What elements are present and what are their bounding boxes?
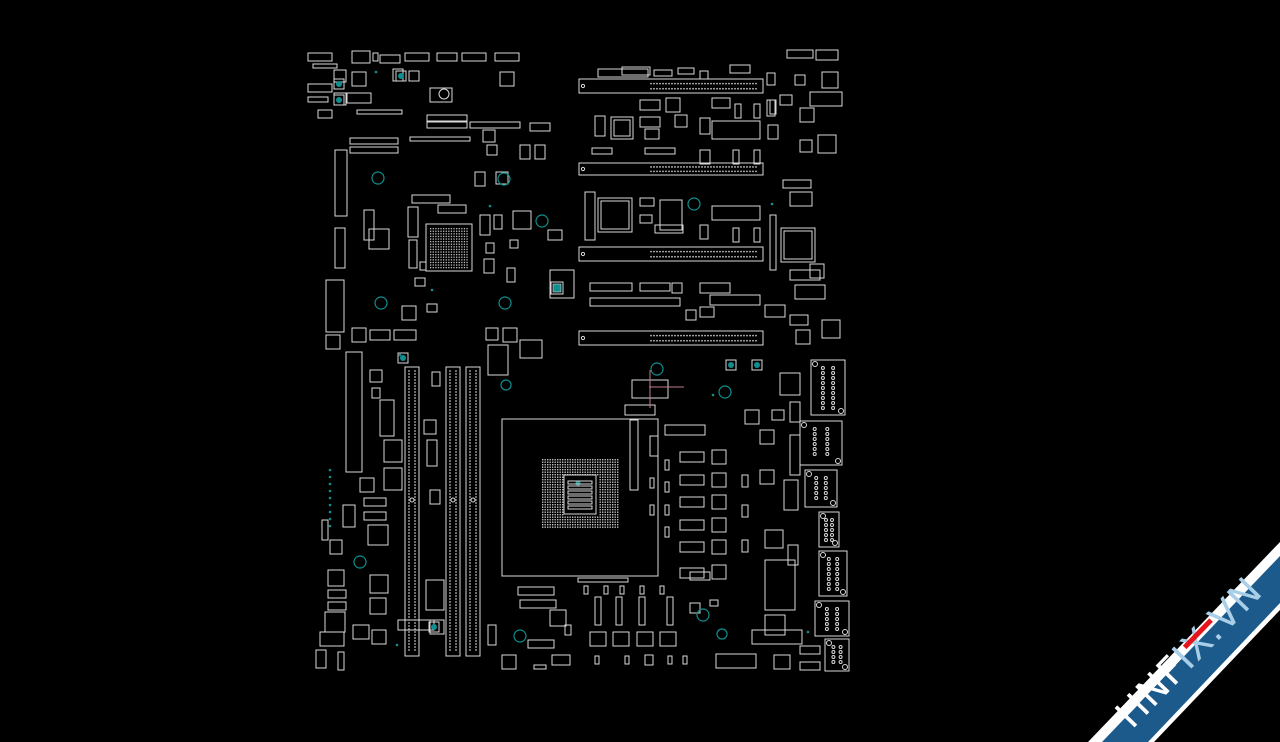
board-static-parts <box>307 49 843 671</box>
dimm-slot-3 <box>465 366 481 657</box>
mounting-hole-6 <box>498 296 512 310</box>
chipset-bga <box>425 223 473 272</box>
mounting-hole-10 <box>353 555 367 569</box>
pcie-slot-3 <box>578 246 764 262</box>
dimm-slot-1 <box>404 366 420 657</box>
mounting-hole-13 <box>716 628 728 640</box>
mounting-hole-11 <box>513 629 527 643</box>
mounting-hole-5 <box>374 296 388 310</box>
mounting-hole-4 <box>687 197 701 211</box>
rear-io-port-1 <box>810 359 846 416</box>
pcie-slot-2 <box>578 162 764 176</box>
board-data-parts <box>353 78 850 672</box>
mounting-hole-1 <box>371 171 385 185</box>
pcie-slot-4 <box>578 330 764 346</box>
cpu-socket <box>501 418 659 577</box>
mounting-hole-2 <box>497 172 511 186</box>
rear-io-port-4 <box>818 511 840 548</box>
io-chip-1 <box>597 197 633 233</box>
mounting-hole-3 <box>535 214 549 228</box>
rear-io-port-2 <box>799 420 843 466</box>
cpu-center-pads <box>563 474 597 515</box>
mounting-hole-7 <box>650 362 664 376</box>
rear-io-port-6 <box>814 600 850 637</box>
mounting-hole-8 <box>718 385 732 399</box>
mounting-hole-9 <box>500 379 512 391</box>
io-chip-2 <box>780 227 816 263</box>
io-chip-3 <box>610 116 634 140</box>
rear-io-port-5 <box>818 550 848 597</box>
pcie-slot-1 <box>578 78 764 94</box>
mounting-hole-12 <box>696 608 710 622</box>
dimm-slot-2 <box>445 366 461 657</box>
rear-io-port-7 <box>824 638 850 672</box>
rear-io-port-3 <box>804 469 838 508</box>
